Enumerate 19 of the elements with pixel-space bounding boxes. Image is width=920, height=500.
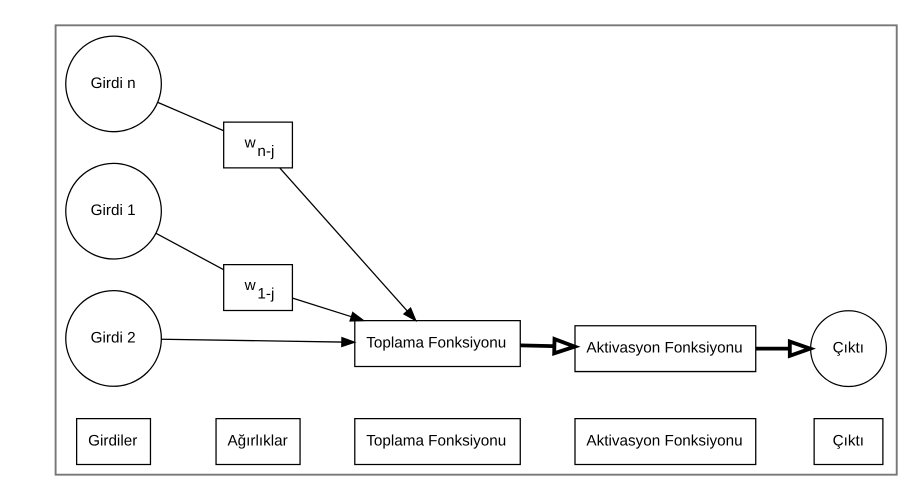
- arrow: [520, 336, 580, 356]
- node-circle: Girdi 2: [64, 290, 162, 387]
- connector: [157, 102, 224, 132]
- node-circle: Girdi n: [64, 35, 162, 132]
- node-box: Girdiler: [76, 418, 151, 466]
- node-box: Toplama Fonksiyonu: [354, 418, 520, 466]
- arrow: [755, 338, 816, 358]
- node-box: Çıktı: [813, 418, 884, 466]
- arrow: [292, 297, 365, 322]
- node-circle: Girdi 1: [64, 162, 162, 260]
- connector: [155, 232, 224, 270]
- arrow: [279, 168, 417, 322]
- node-box: Toplama Fonksiyonu: [354, 320, 520, 368]
- node-circle: Çıktı: [810, 310, 887, 388]
- cluster: [54, 24, 898, 476]
- node-box: Ağırlıklar: [214, 418, 300, 466]
- node-box: Aktivasyon Fonksiyonu: [574, 418, 756, 466]
- node-box: Aktivasyon Fonksiyonu: [574, 325, 756, 372]
- arrow: [161, 336, 356, 348]
